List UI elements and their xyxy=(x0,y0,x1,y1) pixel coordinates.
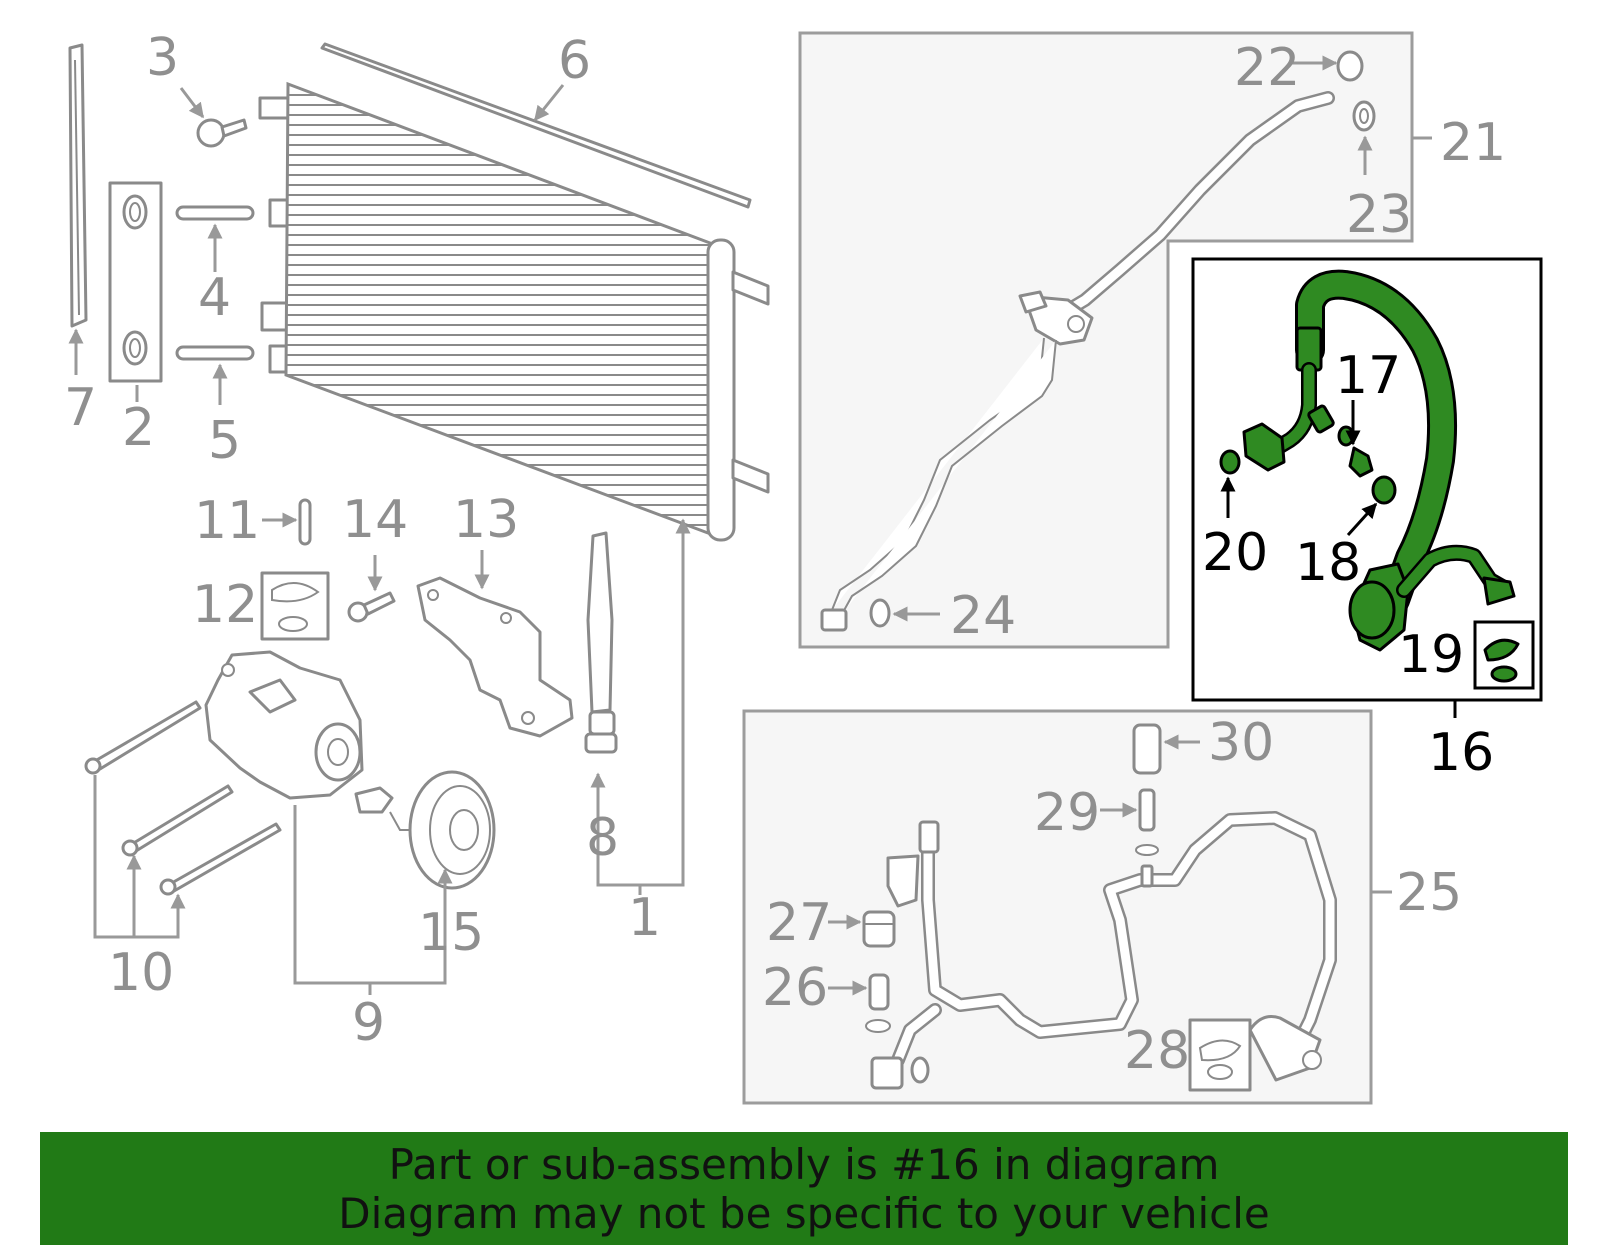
callout-3[interactable]: 3 xyxy=(146,28,179,88)
bolts-part-10[interactable] xyxy=(84,700,282,896)
ac-line-part-25[interactable] xyxy=(870,811,1337,1090)
callout-28[interactable]: 28 xyxy=(1124,1021,1190,1081)
callout-15[interactable]: 15 xyxy=(418,903,484,963)
callout-22[interactable]: 22 xyxy=(1234,38,1300,98)
bracket-part-13[interactable] xyxy=(416,576,574,738)
switch-part-30[interactable] xyxy=(1132,723,1162,775)
group-box-21 xyxy=(798,31,1414,649)
callout-19[interactable]: 19 xyxy=(1398,625,1464,685)
callout-9[interactable]: 9 xyxy=(352,993,385,1053)
banner-line-disclaimer: Diagram may not be specific to your vehi… xyxy=(338,1189,1270,1238)
seal-strip-part-7[interactable] xyxy=(68,43,88,328)
callout-4[interactable]: 4 xyxy=(198,268,231,328)
valve-part-29[interactable] xyxy=(1135,788,1159,888)
callout-5[interactable]: 5 xyxy=(208,411,241,471)
ac-line-part-21[interactable] xyxy=(820,91,1335,632)
hose-assembly-part-16[interactable] xyxy=(1242,269,1516,652)
callout-12[interactable]: 12 xyxy=(192,575,258,635)
callout-11[interactable]: 11 xyxy=(194,491,260,551)
bolt-part-3[interactable] xyxy=(196,118,248,148)
fitting-part-18[interactable] xyxy=(1371,475,1397,505)
o-ring-part-20[interactable] xyxy=(1219,449,1241,475)
callout-26[interactable]: 26 xyxy=(762,958,828,1018)
bracket-part-2[interactable] xyxy=(108,181,163,383)
seal-kit-part-28[interactable] xyxy=(910,1018,1252,1092)
callout-23[interactable]: 23 xyxy=(1346,185,1412,245)
cap-part-27[interactable] xyxy=(862,910,896,948)
callout-21[interactable]: 21 xyxy=(1440,113,1506,173)
callout-29[interactable]: 29 xyxy=(1034,783,1100,843)
callout-20[interactable]: 20 xyxy=(1202,523,1268,583)
bolt-part-14[interactable] xyxy=(347,591,396,623)
clutch-pulley-part-15[interactable] xyxy=(354,770,496,890)
callout-16[interactable]: 16 xyxy=(1428,723,1494,783)
condenser-part-1[interactable] xyxy=(258,81,770,542)
leader-lines xyxy=(68,55,1457,996)
o-ring-part-24[interactable] xyxy=(869,598,891,628)
pin-part-5[interactable] xyxy=(175,345,255,361)
callout-18[interactable]: 18 xyxy=(1295,533,1361,593)
callout-1[interactable]: 1 xyxy=(628,888,661,948)
callout-14[interactable]: 14 xyxy=(342,490,408,550)
callout-7[interactable]: 7 xyxy=(64,378,97,438)
pin-part-4[interactable] xyxy=(175,205,255,221)
callout-labels: 1 2 3 4 5 6 7 8 9 10 11 12 13 14 15 16 1… xyxy=(64,28,1506,1081)
gasket-kit-part-12[interactable] xyxy=(260,571,330,641)
pin-part-11[interactable] xyxy=(298,498,312,546)
info-banner: Part or sub-assembly is #16 in diagram D… xyxy=(40,1132,1568,1245)
receiver-drier-part-8[interactable] xyxy=(584,531,618,754)
callout-17[interactable]: 17 xyxy=(1335,346,1401,406)
callout-8[interactable]: 8 xyxy=(586,808,619,868)
banner-line-part-number: Part or sub-assembly is #16 in diagram xyxy=(388,1140,1220,1189)
callout-25[interactable]: 25 xyxy=(1396,863,1462,923)
callout-2[interactable]: 2 xyxy=(122,398,155,458)
callout-27[interactable]: 27 xyxy=(766,893,832,953)
o-ring-part-23[interactable] xyxy=(1352,100,1376,132)
seal-kit-part-19[interactable] xyxy=(1473,620,1535,690)
o-ring-part-22[interactable] xyxy=(1336,50,1364,82)
callout-30[interactable]: 30 xyxy=(1208,713,1274,773)
callout-10[interactable]: 10 xyxy=(108,943,174,1003)
callout-24[interactable]: 24 xyxy=(950,586,1016,646)
callout-6[interactable]: 6 xyxy=(558,31,591,91)
sensor-part-26[interactable] xyxy=(865,973,891,1033)
compressor-part-9[interactable] xyxy=(204,650,364,800)
seal-strip-part-6[interactable] xyxy=(320,42,752,209)
callout-13[interactable]: 13 xyxy=(453,490,519,550)
